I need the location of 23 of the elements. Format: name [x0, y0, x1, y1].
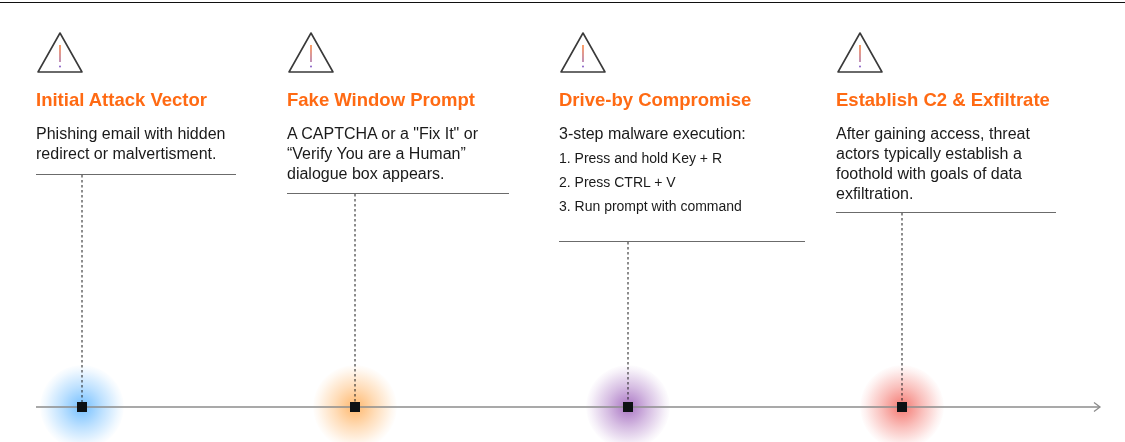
step-text: 3. Run prompt with command	[559, 198, 743, 215]
event-description: A CAPTCHA or a "Fix It" or “Verify You are a Human” dialogue box appears.	[287, 124, 479, 184]
event-heading: Drive-by Compromise	[559, 90, 753, 110]
leader-line	[627, 241, 629, 403]
timeline-marker	[623, 402, 633, 412]
event-heading: Initial Attack Vector	[36, 90, 208, 110]
event-description: 3-step malware execution:	[559, 124, 747, 144]
timeline-event	[36, 31, 236, 175]
leader-line	[354, 193, 356, 403]
event-heading: Fake Window Prompt	[287, 90, 476, 110]
step-text: 2. Press CTRL + V	[559, 174, 677, 191]
step-text: 1. Press and hold Key + R	[559, 150, 724, 167]
timeline-event	[287, 31, 509, 194]
timeline-event	[559, 31, 805, 242]
event-heading: Establish C2 & Exfiltrate	[836, 90, 1051, 110]
timeline-marker	[350, 402, 360, 412]
timeline-marker	[77, 402, 87, 412]
event-description: After gaining access, threat actors typically establish a foothold with goals of data exfiltration.	[836, 124, 1031, 204]
timeline-marker	[897, 402, 907, 412]
event-description: Phishing email with hidden redirect or malvertisment.	[36, 124, 227, 164]
leader-line	[901, 212, 903, 403]
timeline-event	[836, 31, 1056, 213]
leader-line	[81, 174, 83, 403]
